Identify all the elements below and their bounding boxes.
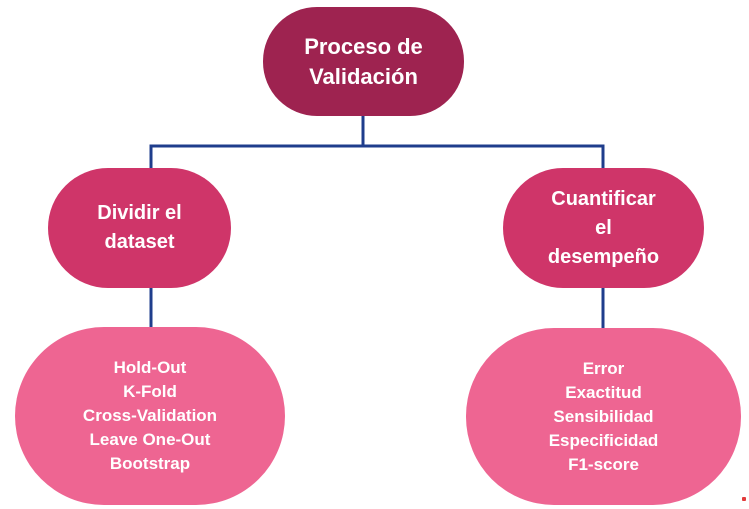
quantify-line-2: el xyxy=(595,216,612,239)
method-item: Bootstrap xyxy=(109,454,191,473)
node-split-dataset: Dividir el dataset xyxy=(48,168,231,288)
metric-item: Especificidad xyxy=(548,430,659,450)
node-performance-metrics: Error Exactitud Sensibilidad Especificid… xyxy=(466,328,741,505)
node-quantify-performance: Cuantificar el desempeño xyxy=(503,168,704,288)
root-line-2: Validación xyxy=(309,63,418,89)
metric-item: Error xyxy=(582,358,625,378)
metric-item: Sensibilidad xyxy=(553,406,654,426)
corner-decoration xyxy=(742,497,746,501)
root-node-validation-process: Proceso de Validación xyxy=(263,7,464,116)
node-split-methods: Hold-Out K-Fold Cross-Validation Leave O… xyxy=(15,327,285,505)
split-dataset-line-1: Dividir el xyxy=(97,202,182,224)
split-dataset-line-2: dataset xyxy=(104,231,175,253)
quantify-line-3: desempeño xyxy=(547,245,660,268)
quantify-line-1: Cuantificar xyxy=(551,187,656,210)
method-item: K-Fold xyxy=(123,382,177,401)
metric-item: F1-score xyxy=(568,454,639,474)
method-item: Leave One-Out xyxy=(89,430,211,449)
method-item: Cross-Validation xyxy=(82,406,218,425)
metric-item: Exactitud xyxy=(565,382,642,402)
root-line-1: Proceso de xyxy=(304,33,423,59)
method-item: Hold-Out xyxy=(113,358,187,377)
